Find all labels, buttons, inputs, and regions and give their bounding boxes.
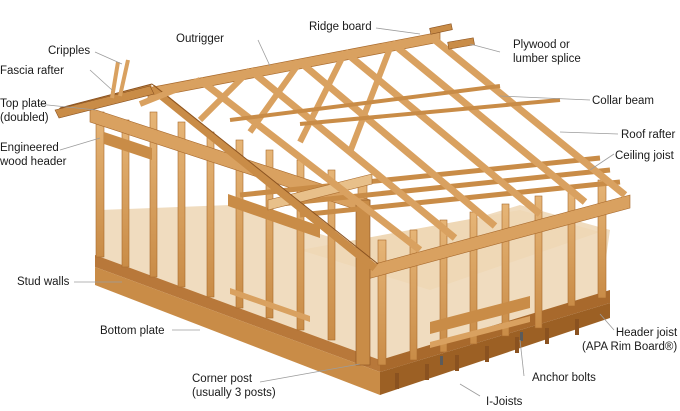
fascia-rafter (54, 85, 155, 119)
label-ridge-board: Ridge board (309, 21, 372, 33)
floor-side-band (380, 303, 610, 395)
leader-lines (37, 27, 619, 397)
label-engineered-wood-header: Engineered wood header (0, 142, 67, 168)
roof-rafters-left (138, 41, 395, 154)
side-wall-studs (377, 179, 607, 366)
collar-beams (229, 84, 561, 126)
i-joist-ends (395, 319, 579, 389)
label-outrigger: Outrigger (176, 33, 224, 45)
gable-rafters-edge (59, 83, 379, 265)
label-top-plate: Top plate (doubled) (0, 98, 49, 124)
engineered-header (104, 132, 152, 160)
label-plywood-splice: Plywood or lumber splice (513, 39, 581, 65)
label-i-joists: I-Joists (486, 396, 523, 408)
window-sill (230, 288, 310, 322)
label-corner-post: Corner post (usually 3 posts) (192, 373, 276, 399)
label-stud-walls: Stud walls (17, 276, 70, 288)
plywood-splice (429, 23, 475, 50)
label-anchor-bolts: Anchor bolts (532, 372, 596, 384)
window-header-front (228, 194, 320, 238)
floor-front-band (95, 267, 380, 395)
label-fascia-rafter: Fascia rafter (0, 65, 64, 77)
label-cripples: Cripples (48, 45, 91, 57)
outriggers (110, 59, 130, 99)
anchor-bolts (440, 332, 523, 365)
label-collar-beam: Collar beam (592, 95, 654, 107)
label-ceiling-joist: Ceiling joist (615, 150, 674, 162)
label-roof-rafter: Roof rafter (621, 129, 676, 141)
label-bottom-plate: Bottom plate (100, 325, 165, 337)
label-header-joist: Header joist (APA Rim Board®) (582, 327, 678, 353)
corner-post (355, 199, 371, 366)
side-window-header (430, 296, 530, 334)
side-window-sill (430, 316, 530, 348)
bottom-plate (95, 255, 380, 372)
